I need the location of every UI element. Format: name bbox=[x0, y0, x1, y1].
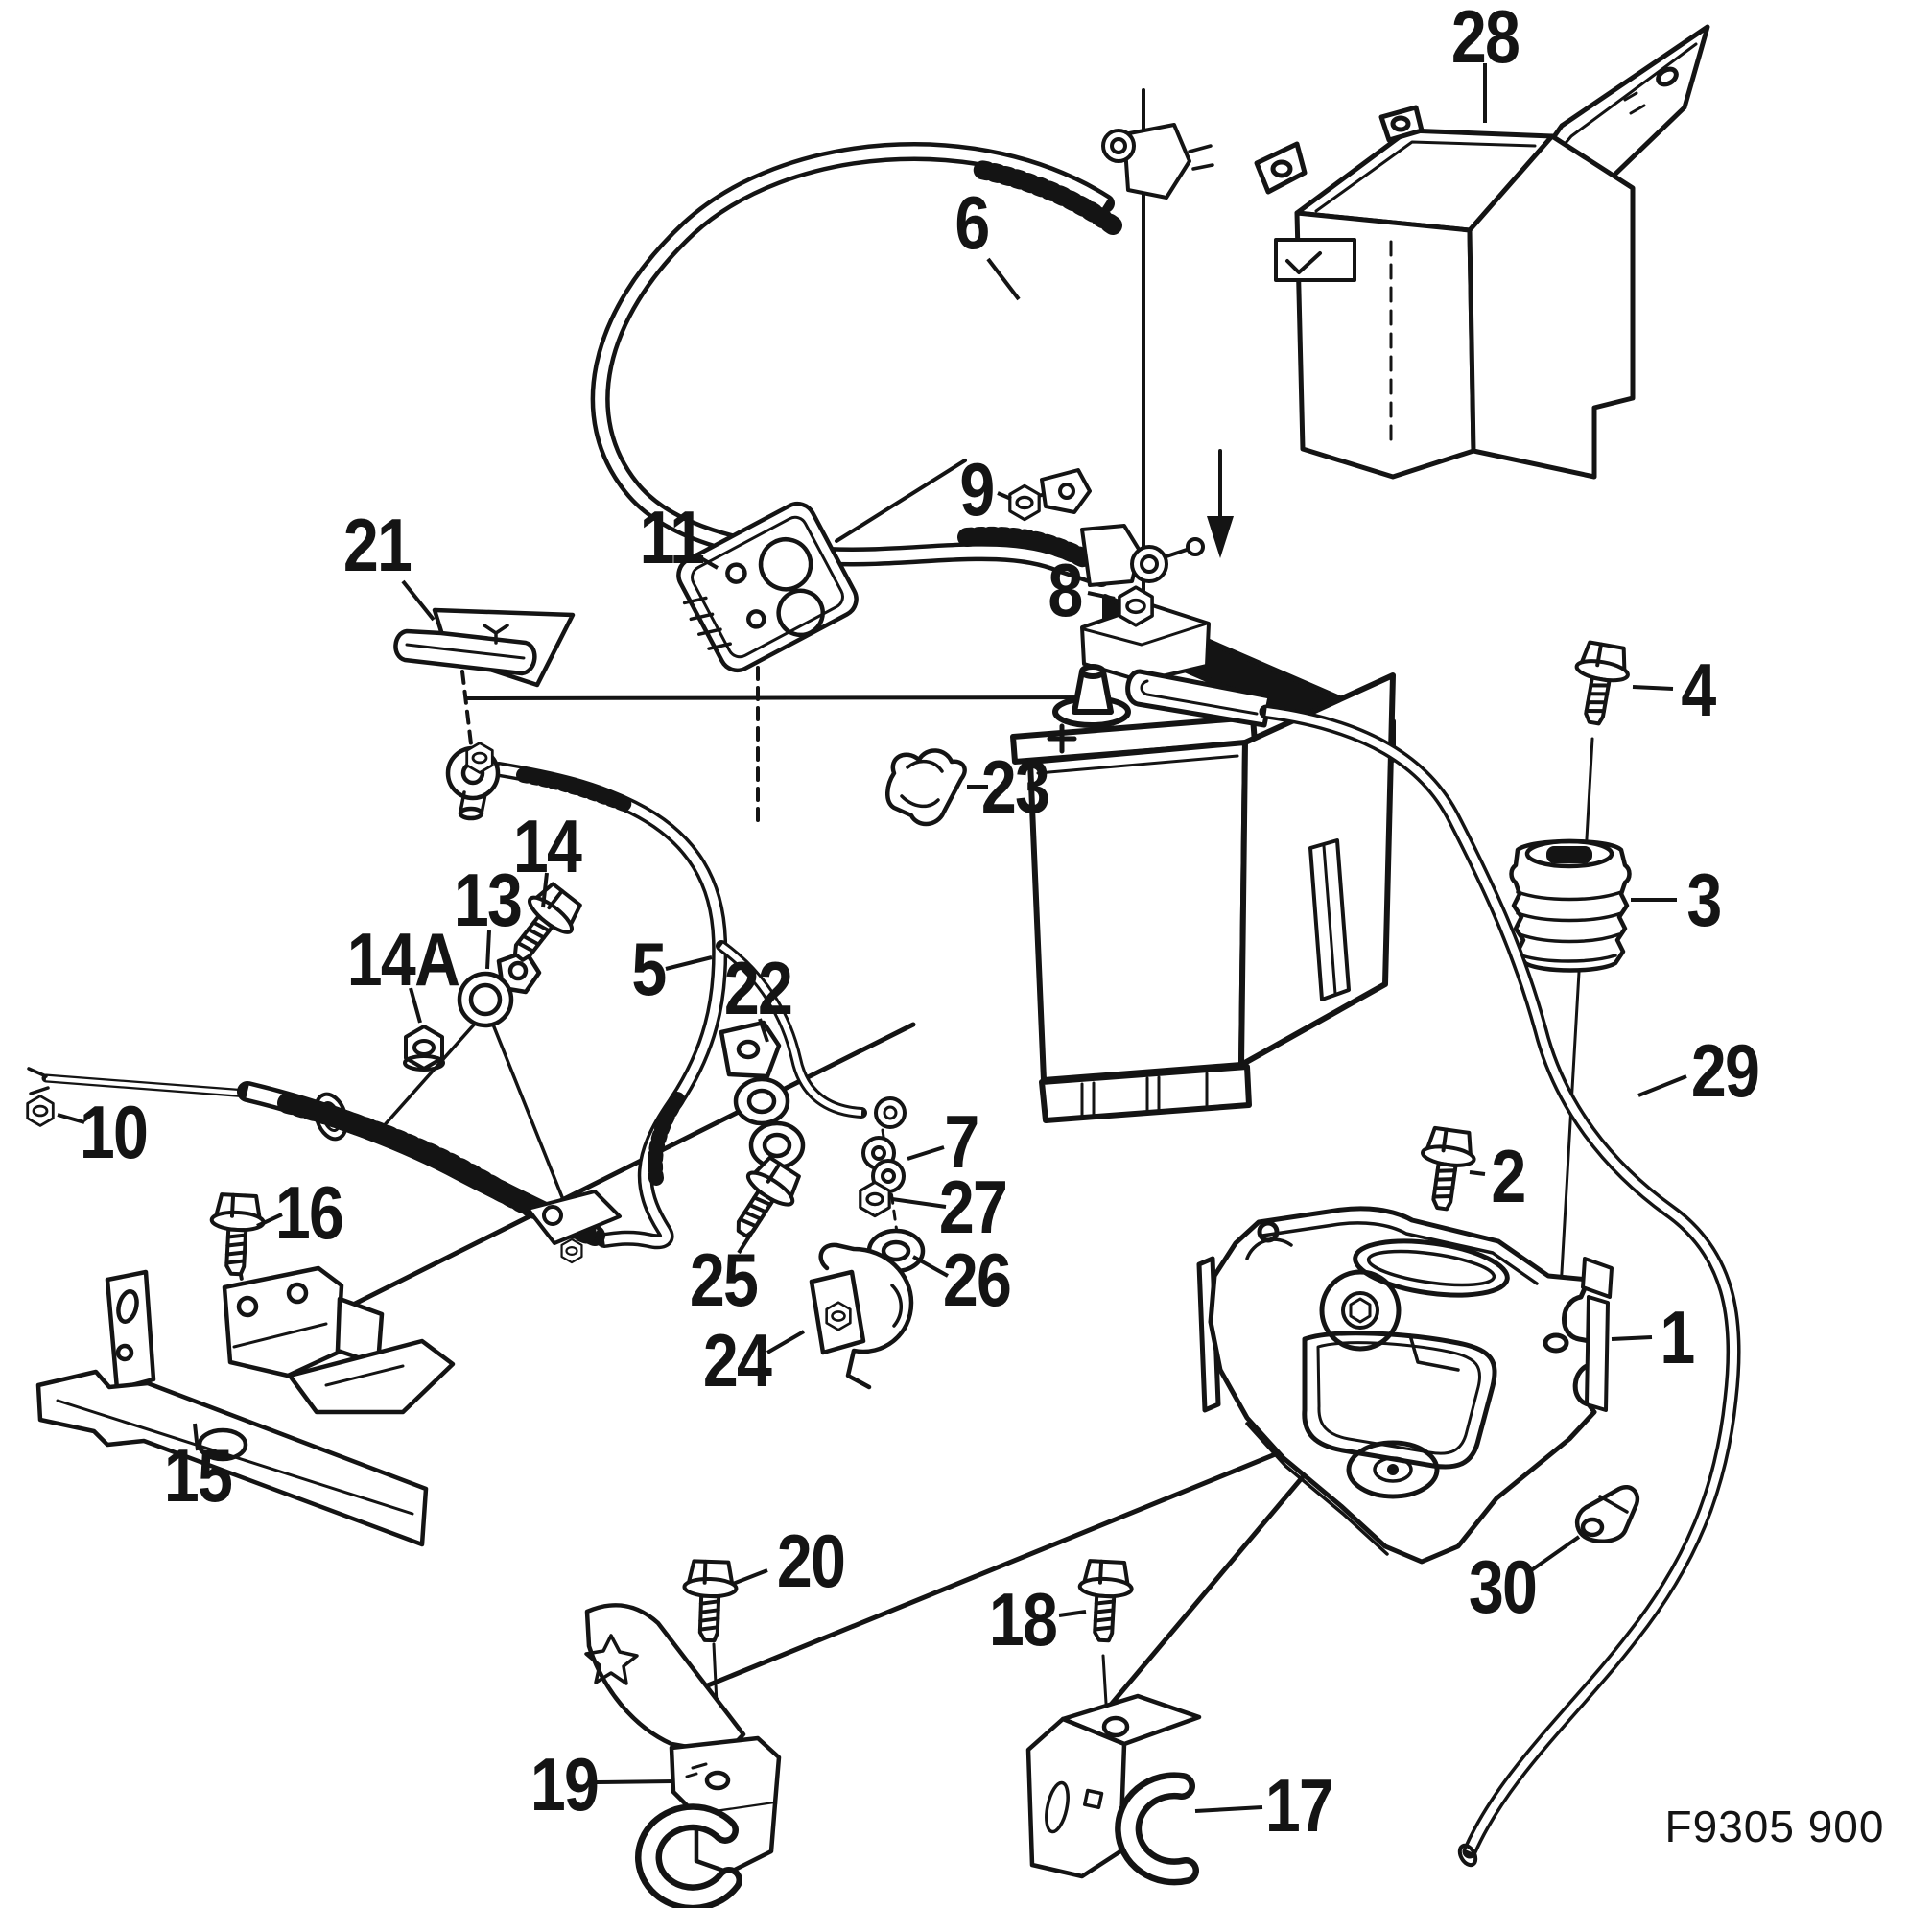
callout-6: 6 bbox=[954, 180, 990, 265]
cable-6-lug bbox=[1080, 524, 1205, 587]
bolt-16-illustration bbox=[209, 1194, 265, 1276]
assembly-guide-lines bbox=[238, 88, 1594, 1784]
clamp-24-illustration bbox=[809, 1242, 914, 1390]
callout-29: 29 bbox=[1690, 1028, 1760, 1113]
callout-28: 28 bbox=[1450, 0, 1520, 79]
callout-11: 11 bbox=[639, 495, 705, 579]
battery-illustration bbox=[1010, 594, 1396, 1123]
callout-13: 13 bbox=[453, 858, 523, 942]
callout-25: 25 bbox=[689, 1237, 759, 1322]
positive-cable-illustration bbox=[590, 123, 1214, 627]
clamp-22-illustration bbox=[719, 1020, 806, 1170]
callout-9: 9 bbox=[959, 447, 995, 531]
callout-5: 5 bbox=[631, 927, 667, 1011]
callout-3: 3 bbox=[1686, 858, 1722, 942]
cable-29-illustration bbox=[1259, 704, 1741, 1868]
plus-terminal-mark bbox=[1047, 723, 1077, 754]
harness-illustration bbox=[26, 1067, 622, 1264]
callout-17: 17 bbox=[1264, 1763, 1334, 1848]
ring-terminal-nut bbox=[465, 742, 494, 774]
callout-14: 14 bbox=[512, 804, 582, 888]
callout-4: 4 bbox=[1681, 648, 1716, 732]
washer-stack-7-illustration bbox=[861, 1136, 906, 1193]
nut-27-illustration bbox=[859, 1180, 891, 1218]
bracket-17-illustration bbox=[1025, 1693, 1202, 1886]
clip-30-illustration bbox=[1575, 1485, 1640, 1544]
bolt-4-illustration bbox=[1566, 638, 1635, 730]
callout-22: 22 bbox=[723, 946, 793, 1030]
battery-tray-illustration bbox=[1196, 1206, 1614, 1565]
figure-code: F9305 900 bbox=[1664, 1802, 1885, 1851]
callout-leader-lines bbox=[57, 63, 1687, 1813]
bolt-2-illustration bbox=[1413, 1124, 1480, 1214]
bracket-19-illustration bbox=[584, 1603, 782, 1908]
callout-20: 20 bbox=[776, 1519, 846, 1603]
callout-26: 26 bbox=[942, 1237, 1012, 1322]
battery-cover-illustration bbox=[1254, 24, 1710, 480]
bushing-3-illustration bbox=[1509, 838, 1632, 973]
clamp-13-illustration bbox=[457, 949, 542, 1028]
callout-14a: 14A bbox=[346, 917, 460, 1001]
nut-14a-illustration bbox=[403, 1025, 445, 1072]
callout-24: 24 bbox=[702, 1318, 772, 1402]
callout-30: 30 bbox=[1468, 1544, 1538, 1629]
callout-18: 18 bbox=[988, 1577, 1058, 1661]
callout-8: 8 bbox=[1048, 548, 1083, 632]
harness-bracket-plate bbox=[526, 1190, 622, 1264]
callout-16: 16 bbox=[274, 1170, 344, 1255]
bolt-20-illustration bbox=[683, 1561, 738, 1641]
bolt-25-illustration bbox=[718, 1150, 809, 1249]
callout-27: 27 bbox=[938, 1165, 1008, 1249]
battery-clamp-terminal bbox=[1101, 123, 1214, 200]
clip-23-illustration bbox=[885, 748, 967, 827]
down-arrow-icon bbox=[1207, 516, 1234, 558]
callout-7: 7 bbox=[944, 1099, 979, 1184]
callout-15: 15 bbox=[163, 1433, 233, 1518]
callout-10: 10 bbox=[79, 1090, 149, 1174]
junction-block-illustration bbox=[676, 501, 859, 673]
callout-2: 2 bbox=[1491, 1134, 1526, 1218]
bolt-18-illustration bbox=[1077, 1561, 1133, 1642]
callout-1: 1 bbox=[1660, 1295, 1695, 1379]
bracket-15-illustration bbox=[35, 1265, 456, 1547]
negative-cable-illustration bbox=[445, 742, 907, 1250]
callout-21: 21 bbox=[342, 503, 412, 587]
nut-9-illustration bbox=[1008, 483, 1041, 522]
callout-19: 19 bbox=[530, 1742, 600, 1826]
nut-10-illustration bbox=[26, 1095, 55, 1127]
callout-23: 23 bbox=[980, 744, 1050, 829]
nut-8-illustration bbox=[1118, 585, 1154, 627]
terminal-cap-illustration bbox=[393, 607, 576, 688]
